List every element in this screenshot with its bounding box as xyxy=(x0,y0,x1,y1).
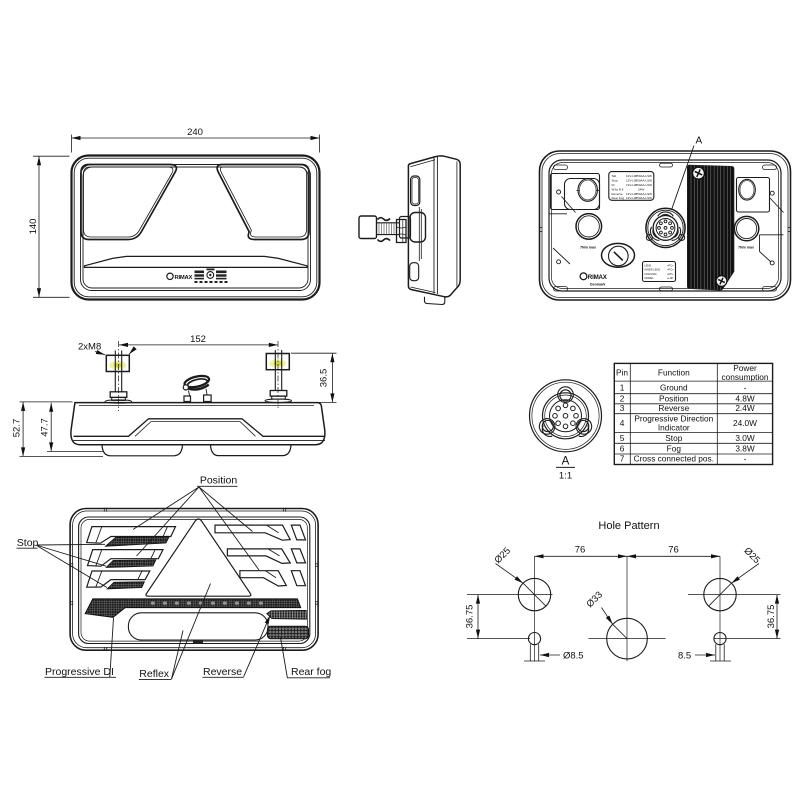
svg-text:5: 5 xyxy=(620,433,625,443)
svg-text:Pin: Pin xyxy=(616,367,628,377)
svg-text:Reverse: Reverse xyxy=(203,666,242,678)
svg-text:Position: Position xyxy=(200,475,238,487)
svg-text:-: - xyxy=(744,383,747,393)
svg-text:3: 3 xyxy=(620,403,625,413)
svg-text:4.8W: 4.8W xyxy=(735,393,755,403)
svg-text:Rear fog: Rear fog xyxy=(291,666,331,678)
svg-text:Rear Fog: Rear Fog xyxy=(612,196,625,200)
svg-text:Ground: Ground xyxy=(660,383,688,393)
svg-text:7Nm max: 7Nm max xyxy=(738,246,754,250)
svg-text:12V-L0850AA-LSW: 12V-L0850AA-LSW xyxy=(626,174,652,178)
svg-text:consumption: consumption xyxy=(721,372,768,382)
svg-text:2xM8: 2xM8 xyxy=(78,342,101,353)
svg-text:Cross connected pos.: Cross connected pos. xyxy=(634,453,714,463)
svg-text:2.4W: 2.4W xyxy=(735,403,755,413)
svg-text:1:1: 1:1 xyxy=(559,471,572,482)
svg-text:140: 140 xyxy=(28,219,39,235)
svg-text:Progressive Direction: Progressive Direction xyxy=(634,413,713,423)
svg-text:RIMAX: RIMAX xyxy=(175,275,193,281)
svg-text:Progressive DI: Progressive DI xyxy=(45,666,114,678)
svg-text:+L08: +L08 xyxy=(667,276,673,280)
svg-text:240: 240 xyxy=(187,127,203,138)
svg-text:Power: Power xyxy=(733,363,757,373)
svg-text:Stop: Stop xyxy=(665,433,682,443)
svg-text:7: 7 xyxy=(620,453,625,463)
svg-text:24.0W: 24.0W xyxy=(733,418,757,428)
svg-text:Stop: Stop xyxy=(612,179,619,183)
svg-text:Stop: Stop xyxy=(17,537,39,549)
svg-text:HOUSING: HOUSING xyxy=(645,272,657,276)
svg-text:3.8W: 3.8W xyxy=(735,443,755,453)
svg-text:76: 76 xyxy=(668,545,679,556)
svg-text:Position: Position xyxy=(659,393,689,403)
svg-text:Indicator: Indicator xyxy=(658,423,690,433)
svg-text:Reflex: Reflex xyxy=(139,668,170,680)
svg-text:Hole Pattern: Hole Pattern xyxy=(598,520,659,532)
svg-text:12V-L0850AA-LSW: 12V-L0850AA-LSW xyxy=(626,192,652,196)
svg-text:6: 6 xyxy=(620,443,625,453)
svg-text:A: A xyxy=(562,456,570,468)
svg-text:+PP+: +PP+ xyxy=(667,272,674,276)
svg-text:+PC+: +PC+ xyxy=(667,263,674,267)
svg-text:Fog: Fog xyxy=(667,443,682,453)
svg-text:2: 2 xyxy=(620,393,625,403)
svg-text:RIMAX: RIMAX xyxy=(588,274,608,281)
svg-text:52.7: 52.7 xyxy=(12,419,23,438)
svg-text:152: 152 xyxy=(190,334,206,345)
svg-text:A: A xyxy=(696,136,703,147)
svg-text:Function: Function xyxy=(658,367,690,377)
svg-text:Tail: Tail xyxy=(612,174,617,178)
svg-text:-: - xyxy=(744,453,747,463)
svg-text:DI: DI xyxy=(612,183,615,187)
svg-text:47.7: 47.7 xyxy=(40,418,51,437)
svg-text:3.0W: 3.0W xyxy=(735,433,755,443)
svg-text:LENS: LENS xyxy=(645,263,652,267)
svg-text:12V-L0850AA-LSW: 12V-L0850AA-LSW xyxy=(626,179,652,183)
svg-text:Ø8.5: Ø8.5 xyxy=(563,650,584,661)
svg-text:INNER LENS: INNER LENS xyxy=(645,268,661,272)
svg-text:24W: 24W xyxy=(638,188,644,192)
svg-text:Ø33: Ø33 xyxy=(584,589,604,609)
svg-text:36.75: 36.75 xyxy=(464,605,475,629)
svg-text:Ø25: Ø25 xyxy=(492,545,512,565)
svg-text:36.75: 36.75 xyxy=(766,605,777,629)
svg-text:Reverse: Reverse xyxy=(658,403,689,413)
svg-text:Denmark: Denmark xyxy=(590,282,605,286)
svg-text:+PC+: +PC+ xyxy=(667,268,674,272)
svg-text:8.5: 8.5 xyxy=(678,650,691,661)
svg-text:1: 1 xyxy=(620,383,625,393)
svg-text:36.5: 36.5 xyxy=(319,369,330,388)
svg-text:7Nm max: 7Nm max xyxy=(580,246,596,250)
svg-text:Ø25: Ø25 xyxy=(742,545,762,565)
svg-text:W.lts R.fl: W.lts R.fl xyxy=(612,188,624,192)
svg-text:12V-L0850AA-LSW: 12V-L0850AA-LSW xyxy=(626,183,652,187)
svg-text:Reverse: Reverse xyxy=(612,192,624,196)
svg-text:4: 4 xyxy=(620,418,625,428)
svg-text:12V-L0850AA-LSW: 12V-L0850AA-LSW xyxy=(626,196,652,200)
svg-text:76: 76 xyxy=(575,545,586,556)
svg-text:MODEL: MODEL xyxy=(645,276,655,280)
